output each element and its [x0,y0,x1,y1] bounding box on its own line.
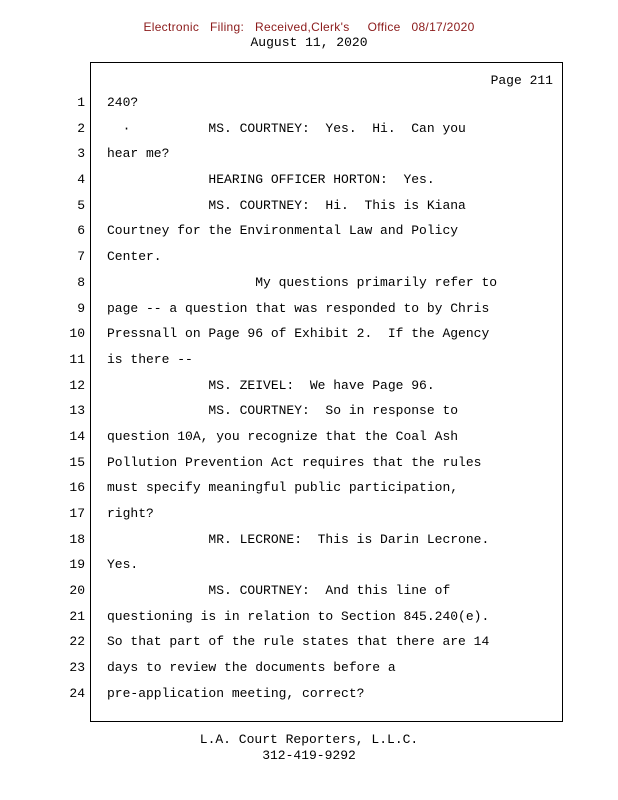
transcript-line: 3 hear me? [0,141,618,167]
line-number: 10 [69,326,85,342]
line-number: 18 [69,531,85,547]
transcript-line: 19 Yes. [0,552,618,578]
line-text: days to review the documents before a [107,660,396,676]
court-reporter-phone: 312-419-9292 [262,748,356,763]
line-text: Pollution Prevention Act requires that t… [107,454,482,470]
line-text: Yes. [107,557,139,573]
line-number: 17 [69,506,85,521]
line-number: 11 [69,351,85,367]
line-text: questioning is in relation to Section 84… [107,608,490,624]
line-text: question 10A, you recognize that the Coa… [107,428,459,444]
line-number: 23 [69,660,85,676]
transcript-body: 1 240? 2 · MS. COURTNEY: Yes. Hi. Can yo… [0,90,618,707]
line-text: is there -- [107,351,193,367]
line-text: page -- a question that was responded to… [107,300,490,316]
line-number: 7 [77,249,85,265]
line-text: Courtney for the Environmental Law and P… [107,223,459,239]
transcript-line: 2 · MS. COURTNEY: Yes. Hi. Can you [0,116,618,142]
transcript-line: 17 right? [0,501,618,527]
transcript-page-border [90,62,563,722]
line-text: So that part of the rule states that the… [107,634,490,650]
line-number: 1 [77,95,85,110]
transcript-line: 9 page -- a question that was responded … [0,296,618,322]
line-number: 24 [69,685,85,701]
line-number: 14 [69,428,85,444]
transcript-line: 1 240? [0,90,618,116]
line-number: 12 [69,377,85,393]
line-number: 19 [69,557,85,573]
line-number: 5 [77,197,85,213]
line-number: 20 [69,583,85,599]
line-text: MS. COURTNEY: So in response to [107,403,459,419]
line-number: 2 [77,120,85,136]
line-number: 6 [77,223,85,239]
transcript-line: 14 question 10A, you recognize that the … [0,424,618,450]
transcript-line: 6 Courtney for the Environmental Law and… [0,218,618,244]
transcript-line: 4 HEARING OFFICER HORTON: Yes. [0,167,618,193]
line-number: 8 [77,274,85,290]
line-number: 16 [69,480,85,496]
transcript-date: August 11, 2020 [250,35,368,50]
transcript-line: 22 So that part of the rule states that … [0,629,618,655]
transcript-line: 21 questioning is in relation to Section… [0,604,618,630]
page-number-label: Page 211 [490,73,553,88]
transcript-line: 15 Pollution Prevention Act requires tha… [0,450,618,476]
line-text: MS. COURTNEY: And this line of [107,583,451,599]
line-text: pre-application meeting, correct? [107,685,365,701]
efiling-stamp: Electronic Filing: Received,Clerk's Offi… [143,20,475,34]
line-text: must specify meaningful public participa… [107,480,459,496]
transcript-line: 10 Pressnall on Page 96 of Exhibit 2. If… [0,321,618,347]
line-number: 9 [77,300,85,316]
line-number: 15 [69,454,85,470]
transcript-line: 20 MS. COURTNEY: And this line of [0,578,618,604]
transcript-line: 8 My questions primarily refer to [0,270,618,296]
line-text: MR. LECRONE: This is Darin Lecrone. [107,531,490,547]
line-number: 22 [69,634,85,650]
transcript-line: 16 must specify meaningful public partic… [0,475,618,501]
line-text: MS. ZEIVEL: We have Page 96. [107,377,435,393]
transcript-line: 13 MS. COURTNEY: So in response to [0,398,618,424]
line-number: 21 [69,608,85,624]
transcript-line: 12 MS. ZEIVEL: We have Page 96. [0,373,618,399]
court-reporter-name: L.A. Court Reporters, L.L.C. [199,732,419,747]
line-text: Center. [107,249,162,265]
transcript-line: 5 MS. COURTNEY: Hi. This is Kiana [0,193,618,219]
line-text: Pressnall on Page 96 of Exhibit 2. If th… [107,326,490,342]
line-number: 4 [77,172,85,188]
line-text: My questions primarily refer to [107,274,498,290]
line-text: hear me? [107,146,170,162]
transcript-line: 11 is there -- [0,347,618,373]
transcript-line: 24 pre-application meeting, correct? [0,681,618,707]
line-text: · MS. COURTNEY: Yes. Hi. Can you [107,120,466,136]
line-number: 13 [69,403,85,419]
transcript-line: 18 MR. LECRONE: This is Darin Lecrone. [0,527,618,553]
transcript-line: 23 days to review the documents before a [0,655,618,681]
line-text: 240? [107,95,139,110]
line-text: right? [107,506,154,521]
line-number: 3 [77,146,85,162]
transcript-line: 7 Center. [0,244,618,270]
line-text: HEARING OFFICER HORTON: Yes. [107,172,435,188]
line-text: MS. COURTNEY: Hi. This is Kiana [107,197,466,213]
